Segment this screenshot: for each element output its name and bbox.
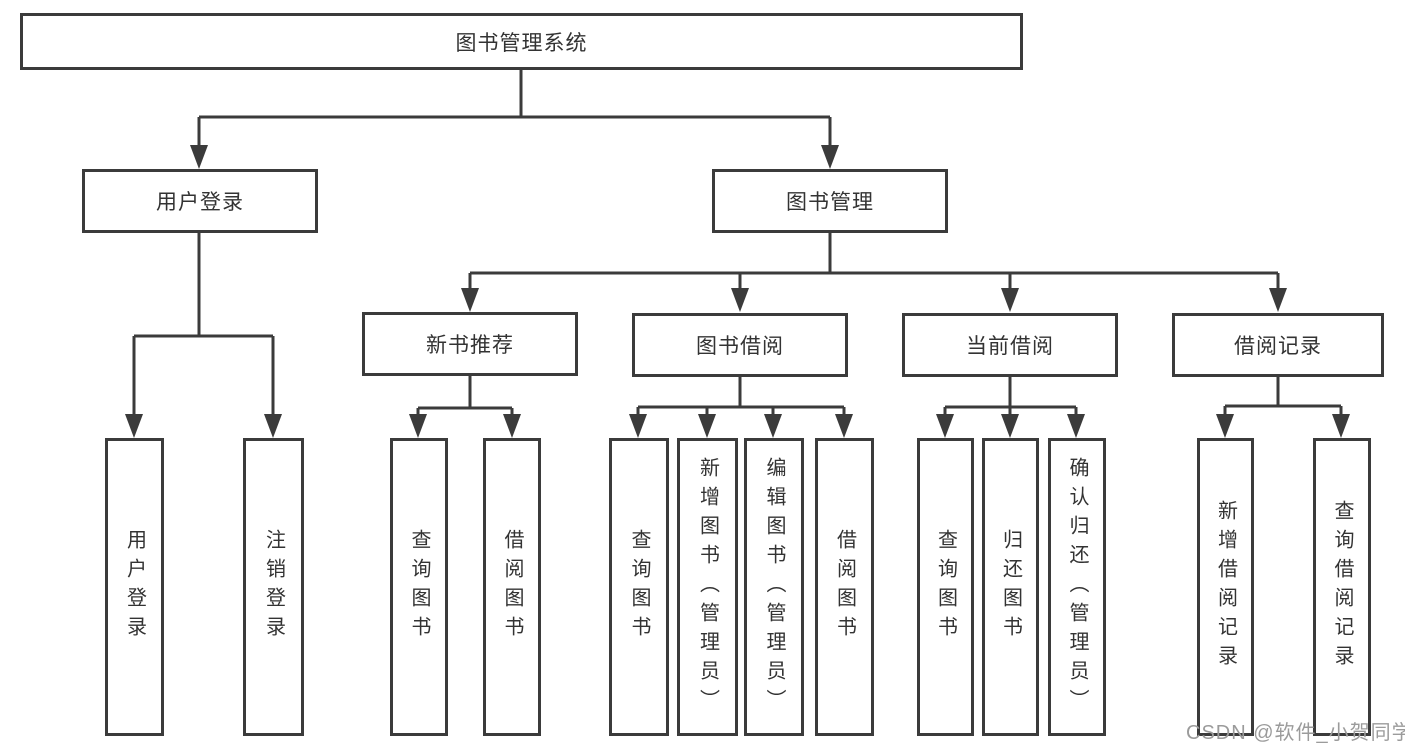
node-query-books-recommend: 查询图书 [390, 438, 448, 736]
node-return-books: 归还图书 [982, 438, 1039, 736]
node-label: 新增图书（管理员） [696, 456, 719, 718]
node-user-login-leaf: 用户登录 [105, 438, 164, 736]
node-label: 借阅记录 [1234, 335, 1322, 358]
node-query-books-current: 查询图书 [917, 438, 974, 736]
node-label: 确认归还（管理员） [1066, 456, 1088, 718]
node-borrowing-records: 借阅记录 [1172, 313, 1384, 377]
node-current-borrowing: 当前借阅 [902, 313, 1118, 377]
node-book-borrowing: 图书借阅 [632, 313, 848, 377]
node-library-system: 图书管理系统 [20, 13, 1023, 70]
node-add-borrow-record: 新增借阅记录 [1197, 438, 1254, 736]
node-label: 新增借阅记录 [1214, 500, 1237, 674]
node-label: 用户登录 [156, 191, 244, 214]
node-label: 图书借阅 [696, 335, 784, 358]
node-borrow-books-recommend: 借阅图书 [483, 438, 541, 736]
node-book-management: 图书管理 [712, 169, 948, 233]
node-confirm-return-admin: 确认归还（管理员） [1048, 438, 1106, 736]
node-label: 注销登录 [262, 529, 285, 645]
node-edit-books-admin: 编辑图书（管理员） [744, 438, 804, 736]
node-borrow-books-leaf: 借阅图书 [815, 438, 874, 736]
node-label: 编辑图书（管理员） [763, 456, 785, 718]
node-label: 借阅图书 [833, 529, 856, 645]
node-query-borrow-record: 查询借阅记录 [1313, 438, 1371, 736]
node-label: 新书推荐 [426, 334, 514, 357]
node-label: 查询图书 [408, 529, 430, 645]
watermark: CSDN @软件_小贺同学 [1186, 722, 1405, 744]
node-query-books-borrowing: 查询图书 [609, 438, 669, 736]
node-add-books-admin: 新增图书（管理员） [677, 438, 738, 736]
node-label: 查询借阅记录 [1331, 500, 1353, 674]
node-label: 当前借阅 [966, 335, 1054, 358]
node-label: 归还图书 [999, 529, 1022, 645]
node-label: 图书管理 [786, 191, 874, 214]
node-label: 查询图书 [628, 529, 650, 645]
node-logout-leaf: 注销登录 [243, 438, 304, 736]
node-label: 查询图书 [934, 529, 957, 645]
node-user-login: 用户登录 [82, 169, 318, 233]
node-new-book-recommendation: 新书推荐 [362, 312, 578, 376]
node-label: 用户登录 [123, 529, 146, 645]
node-label: 图书管理系统 [455, 31, 588, 55]
node-label: 借阅图书 [501, 529, 523, 645]
